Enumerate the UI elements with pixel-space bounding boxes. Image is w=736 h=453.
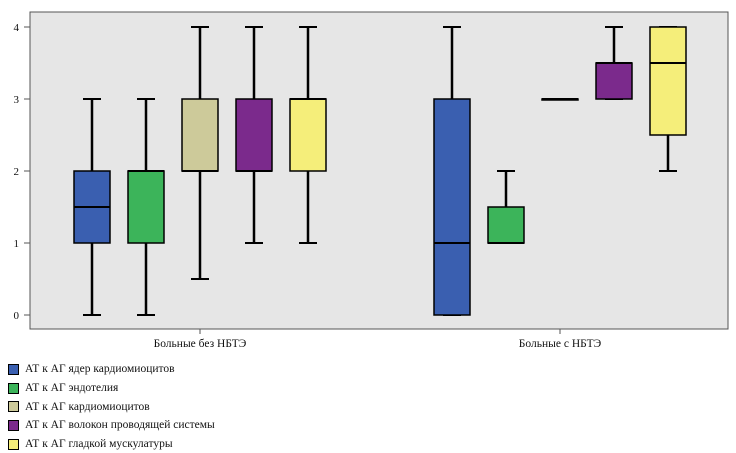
legend-label: АТ к АГ эндотелия <box>25 382 119 395</box>
box-plot-0-1 <box>433 26 471 316</box>
box-plot-4-1 <box>649 26 687 172</box>
legend-label: АТ к АГ ядер кардиомиоцитов <box>25 363 175 376</box>
y-tick-label: 2 <box>14 166 20 178</box>
y-tick-label: 4 <box>14 22 20 34</box>
y-tick-label: 0 <box>14 310 20 322</box>
legend-item: АТ к АГ гладкой мускулатуры <box>8 435 215 453</box>
legend-swatch <box>8 438 19 450</box>
x-tick-label: Больные без НБТЭ <box>154 338 247 350</box>
box-plot-2-1 <box>541 98 579 101</box>
box <box>487 206 525 244</box>
box-plot-4-0 <box>289 26 327 244</box>
legend-label: АТ к АГ волокон проводящей системы <box>25 419 215 432</box>
legend-label: АТ к АГ гладкой мускулатуры <box>25 438 173 451</box>
x-tick-label: Больные с НБТЭ <box>519 338 602 350</box>
box <box>127 170 165 244</box>
box <box>289 98 327 172</box>
legend-item: АТ к АГ волокон проводящей системы <box>8 416 215 435</box>
box <box>181 98 219 172</box>
legend-swatch <box>8 382 19 394</box>
legend-swatch <box>8 401 19 413</box>
y-tick-label: 3 <box>14 94 20 106</box>
legend: АТ к АГ ядер кардиомиоцитов АТ к АГ эндо… <box>8 360 215 453</box>
box-plot-0-0 <box>73 98 111 316</box>
box <box>433 98 471 316</box>
box-plot-1-0 <box>127 98 165 316</box>
box-plot-1-1 <box>487 170 525 244</box>
legend-item: АТ к АГ ядер кардиомиоцитов <box>8 360 215 379</box>
y-tick-label: 1 <box>14 238 20 250</box>
legend-item: АТ к АГ кардиомиоцитов <box>8 397 215 416</box>
legend-swatch <box>8 419 19 431</box>
box-plot-3-0 <box>235 26 273 244</box>
legend-item: АТ к АГ эндотелия <box>8 379 215 398</box>
legend-swatch <box>8 363 19 375</box>
box <box>595 62 633 100</box>
box-plot-3-1 <box>595 26 633 100</box>
box <box>649 26 687 136</box>
box-plot-2-0 <box>181 26 219 280</box>
legend-label: АТ к АГ кардиомиоцитов <box>25 400 150 413</box>
box <box>235 98 273 172</box>
